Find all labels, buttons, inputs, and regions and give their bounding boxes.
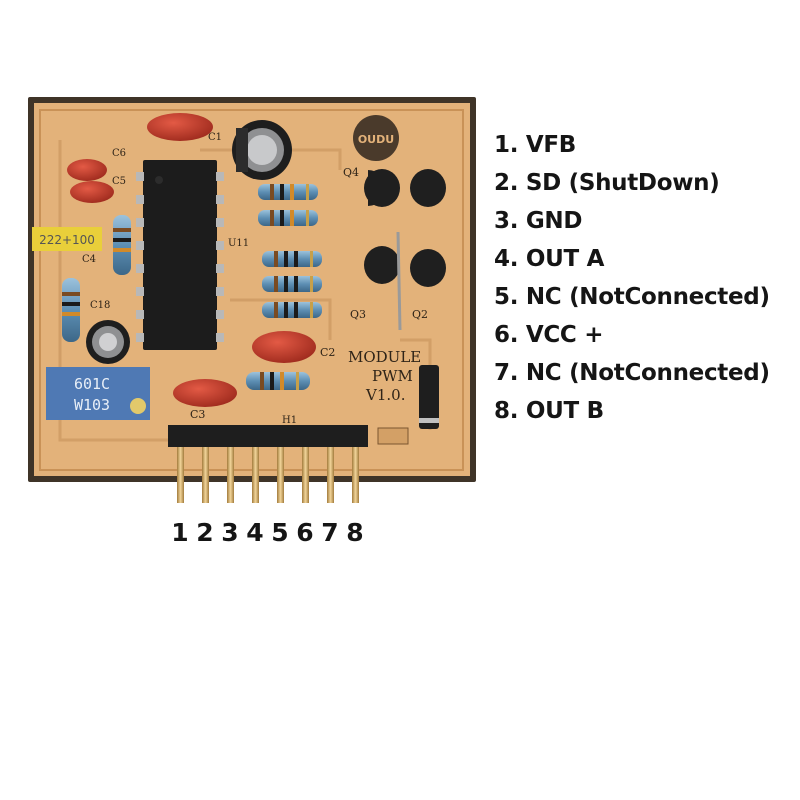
silkscreen-line-2: PWM [372,367,413,385]
film-capacitors [67,113,316,407]
pin-number-3: 3 [221,518,239,547]
pin-number-8: 8 [346,518,364,547]
header-pins [177,447,359,503]
label-c2: C2 [320,346,335,359]
transistors [364,169,446,287]
label-c18: C18 [90,300,110,311]
yellow-capacitor: 222+100 [32,227,102,251]
pin-header [168,425,409,447]
pinout-item-8: 8. OUT B [494,398,604,424]
diode [419,365,439,429]
label-c3: C3 [190,408,205,421]
pinout-item-2: 2. SD (ShutDown) [494,170,720,196]
label-c1: C1 [208,132,222,143]
pinout-item-4: 4. OUT A [494,246,605,272]
ic-chip [136,160,224,350]
pin-number-1: 1 [171,518,189,547]
silkscreen: C6 C5 C4 C1 C2 C3 C18 U11 H1 Q4 Q3 Q2 MO… [82,132,428,426]
pinout-item-7: 7. NC (NotConnected) [494,360,770,386]
pinout-item-3: 3. GND [494,208,583,234]
trimmer-potentiometer: 601C W103 [46,367,150,420]
pinout-item-1: 1. VFB [494,132,576,158]
pinout-list: 1. VFB 2. SD (ShutDown) 3. GND 4. OUT A … [494,126,770,430]
trimmer-text-1: 601C [74,375,110,393]
pin-number-4: 4 [246,518,264,547]
pin-number-5: 5 [271,518,289,547]
label-c6: C6 [112,148,126,159]
pin-number-6: 6 [296,518,314,547]
trimmer-text-2: W103 [74,396,110,414]
silkscreen-line-1: MODULE [348,348,421,366]
label-q2: Q2 [412,308,428,321]
jumper-wire [396,231,402,331]
silkscreen-line-3: V1.0. [365,386,405,404]
label-u11: U11 [228,238,249,249]
label-q4: Q4 [343,166,359,179]
yellow-capacitor-text: 222+100 [39,233,95,247]
logo: OUDU [353,115,399,161]
label-h1: H1 [282,415,297,426]
label-q3: Q3 [350,308,366,321]
resistors [62,184,322,390]
pin-number-row: 1 2 3 4 5 6 7 8 [170,518,370,554]
pinout-item-5: 5. NC (NotConnected) [494,284,770,310]
pinout-item-6: 6. VCC + [494,322,604,348]
pin-number-2: 2 [196,518,214,547]
electrolytic-capacitor-c18 [86,320,130,364]
label-c4: C4 [82,254,96,265]
svg-text:OUDU: OUDU [358,133,394,146]
electrolytic-capacitor-top [232,120,292,180]
pin-number-7: 7 [321,518,339,547]
label-c5: C5 [112,176,126,187]
